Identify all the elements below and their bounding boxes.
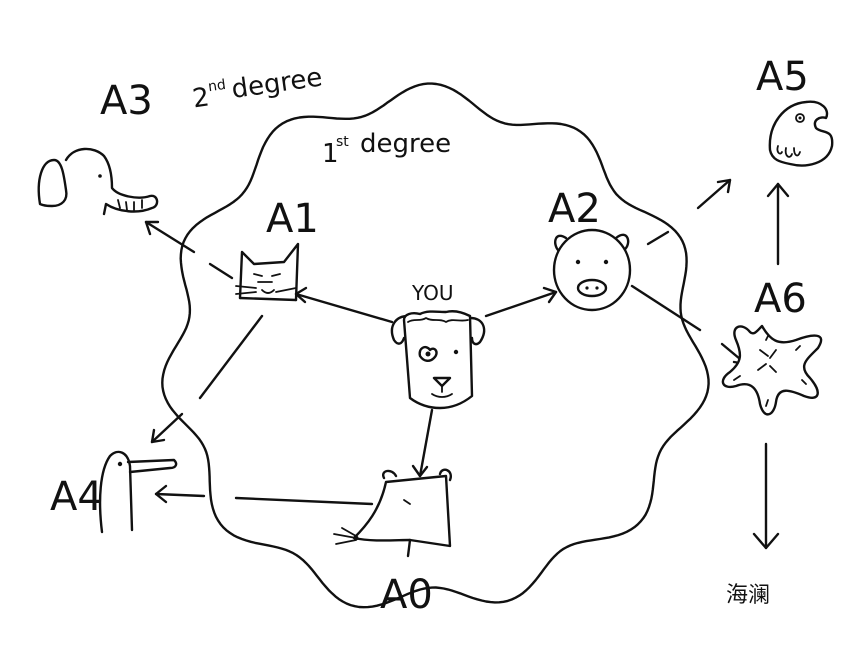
label-a1: A1 — [266, 196, 319, 242]
label-a3: A3 — [100, 78, 153, 124]
svg-text:st: st — [336, 134, 349, 150]
label-you: YOU — [411, 281, 454, 305]
first-degree-boundary — [161, 82, 710, 609]
svg-text:nd: nd — [207, 77, 227, 95]
arrow-you-to-a2 — [484, 290, 558, 318]
label-a2: A2 — [548, 186, 601, 232]
label-a5: A5 — [756, 54, 809, 100]
arrow-you-to-a1 — [294, 292, 394, 324]
bird-icon — [98, 450, 178, 534]
arrow-a1-to-a4 — [198, 314, 264, 400]
arrowhead-you-to-a0 — [411, 464, 429, 478]
arrow-a2-to-a6 — [630, 284, 702, 332]
elephant-icon — [37, 147, 159, 216]
arrow-a2-to-a5-b — [696, 178, 732, 210]
cat-icon — [235, 242, 300, 302]
arrowhead-a1-to-a3 — [144, 220, 160, 236]
svg-text:2: 2 — [191, 82, 212, 114]
arrowhead-a0-to-a4 — [154, 484, 168, 504]
label-first-degree: 1 st degree — [322, 129, 451, 169]
arrow-a1-to-a3 — [144, 220, 196, 254]
label-a4: A4 — [50, 474, 103, 520]
svg-text:1: 1 — [322, 139, 339, 169]
arrow-a2-to-a5 — [646, 230, 670, 246]
arrow-a1-tail-a3 — [208, 262, 234, 280]
arrows — [144, 178, 790, 550]
label-a0: A0 — [380, 572, 433, 618]
arrow-you-to-a0 — [418, 408, 434, 478]
svg-text:degree: degree — [360, 129, 451, 159]
watermark-text: 海澜 — [726, 583, 770, 608]
dog-icon — [390, 310, 486, 410]
arrowhead-a2-to-a5 — [716, 178, 732, 194]
label-second-degree: 2 nd degree — [191, 63, 324, 115]
arrowhead-a6-to-a5 — [766, 182, 790, 198]
arrowhead-a1-to-a4 — [150, 428, 166, 444]
arrow-a1-to-a4-b — [150, 412, 184, 444]
arrow-a0-to-a4 — [234, 496, 374, 506]
arrow-a0-to-a4-b — [154, 492, 206, 498]
svg-text:degree: degree — [230, 63, 324, 105]
fish-icon — [768, 100, 834, 167]
starfish-icon — [721, 324, 823, 416]
rat-icon — [333, 468, 452, 558]
label-a6: A6 — [754, 276, 807, 322]
pig-icon — [552, 228, 632, 312]
arrowhead-you-to-a2 — [542, 286, 558, 304]
arrowhead-a6-down — [752, 532, 780, 550]
